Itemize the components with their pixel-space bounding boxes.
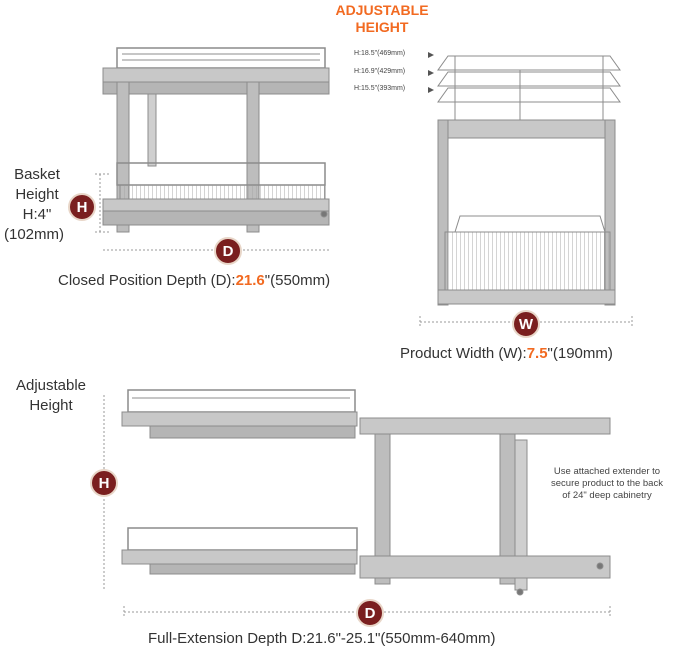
- extender-note: Use attached extender to secure product …: [538, 466, 676, 502]
- basket-height-line-4: (102mm): [3, 226, 64, 243]
- closed-depth-suffix: "(550mm): [264, 272, 331, 289]
- closed-depth-prefix: Closed Position Depth (D):: [58, 272, 236, 289]
- basket-height-line-3: H:4": [22, 206, 52, 223]
- adjustable-height-title-line-2: HEIGHT: [355, 19, 409, 35]
- full-extension-dimension: [123, 606, 611, 618]
- adjustable-height-title-line-1: ADJUSTABLE: [335, 2, 429, 18]
- extender-note-line-2: secure product to the back: [551, 478, 663, 489]
- adjustable-height-line-2: Height: [29, 397, 73, 414]
- full-extension-label: Full-Extension Depth D:21.6"-25.1"(550mm…: [148, 630, 496, 647]
- height-value-3: H:15.5"(393mm): [354, 85, 406, 92]
- width-badge: W: [512, 310, 540, 338]
- adjustable-height-line-1: Adjustable: [15, 377, 87, 394]
- adjustable-height-badge: H: [90, 469, 118, 497]
- basket-height-label: Basket Height H:4" (102mm): [4, 165, 68, 245]
- closed-depth-label: Closed Position Depth (D):21.6"(550mm): [58, 272, 330, 289]
- closed-depth-badge: D: [214, 237, 242, 265]
- front-unit-drawing: [437, 55, 621, 306]
- extender-note-line-3: of 24" deep cabinetry: [562, 490, 652, 501]
- product-width-value: 7.5: [526, 345, 548, 362]
- adjustable-height-label: Adjustable Height: [6, 376, 96, 416]
- basket-height-line-2: Height: [15, 186, 59, 203]
- height-markers: [428, 52, 434, 93]
- closed-unit-drawing: [102, 47, 330, 233]
- height-value-1: H:18.5"(469mm): [354, 50, 406, 57]
- height-value-2: H:16.9"(429mm): [354, 68, 406, 75]
- product-width-suffix: "(190mm): [547, 345, 613, 362]
- basket-height-badge: H: [68, 193, 96, 221]
- product-width-label: Product Width (W):7.5"(190mm): [400, 345, 613, 362]
- full-extension-badge: D: [356, 599, 384, 627]
- basket-height-line-1: Basket: [14, 166, 60, 183]
- adjustable-height-title: ADJUSTABLE HEIGHT: [332, 2, 432, 36]
- extended-unit-drawing: [121, 389, 611, 596]
- extender-note-line-1: Use attached extender to: [553, 466, 661, 477]
- product-width-prefix: Product Width (W):: [400, 345, 527, 362]
- closed-depth-value: 21.6: [235, 272, 265, 289]
- basket-height-dimension: [95, 173, 110, 233]
